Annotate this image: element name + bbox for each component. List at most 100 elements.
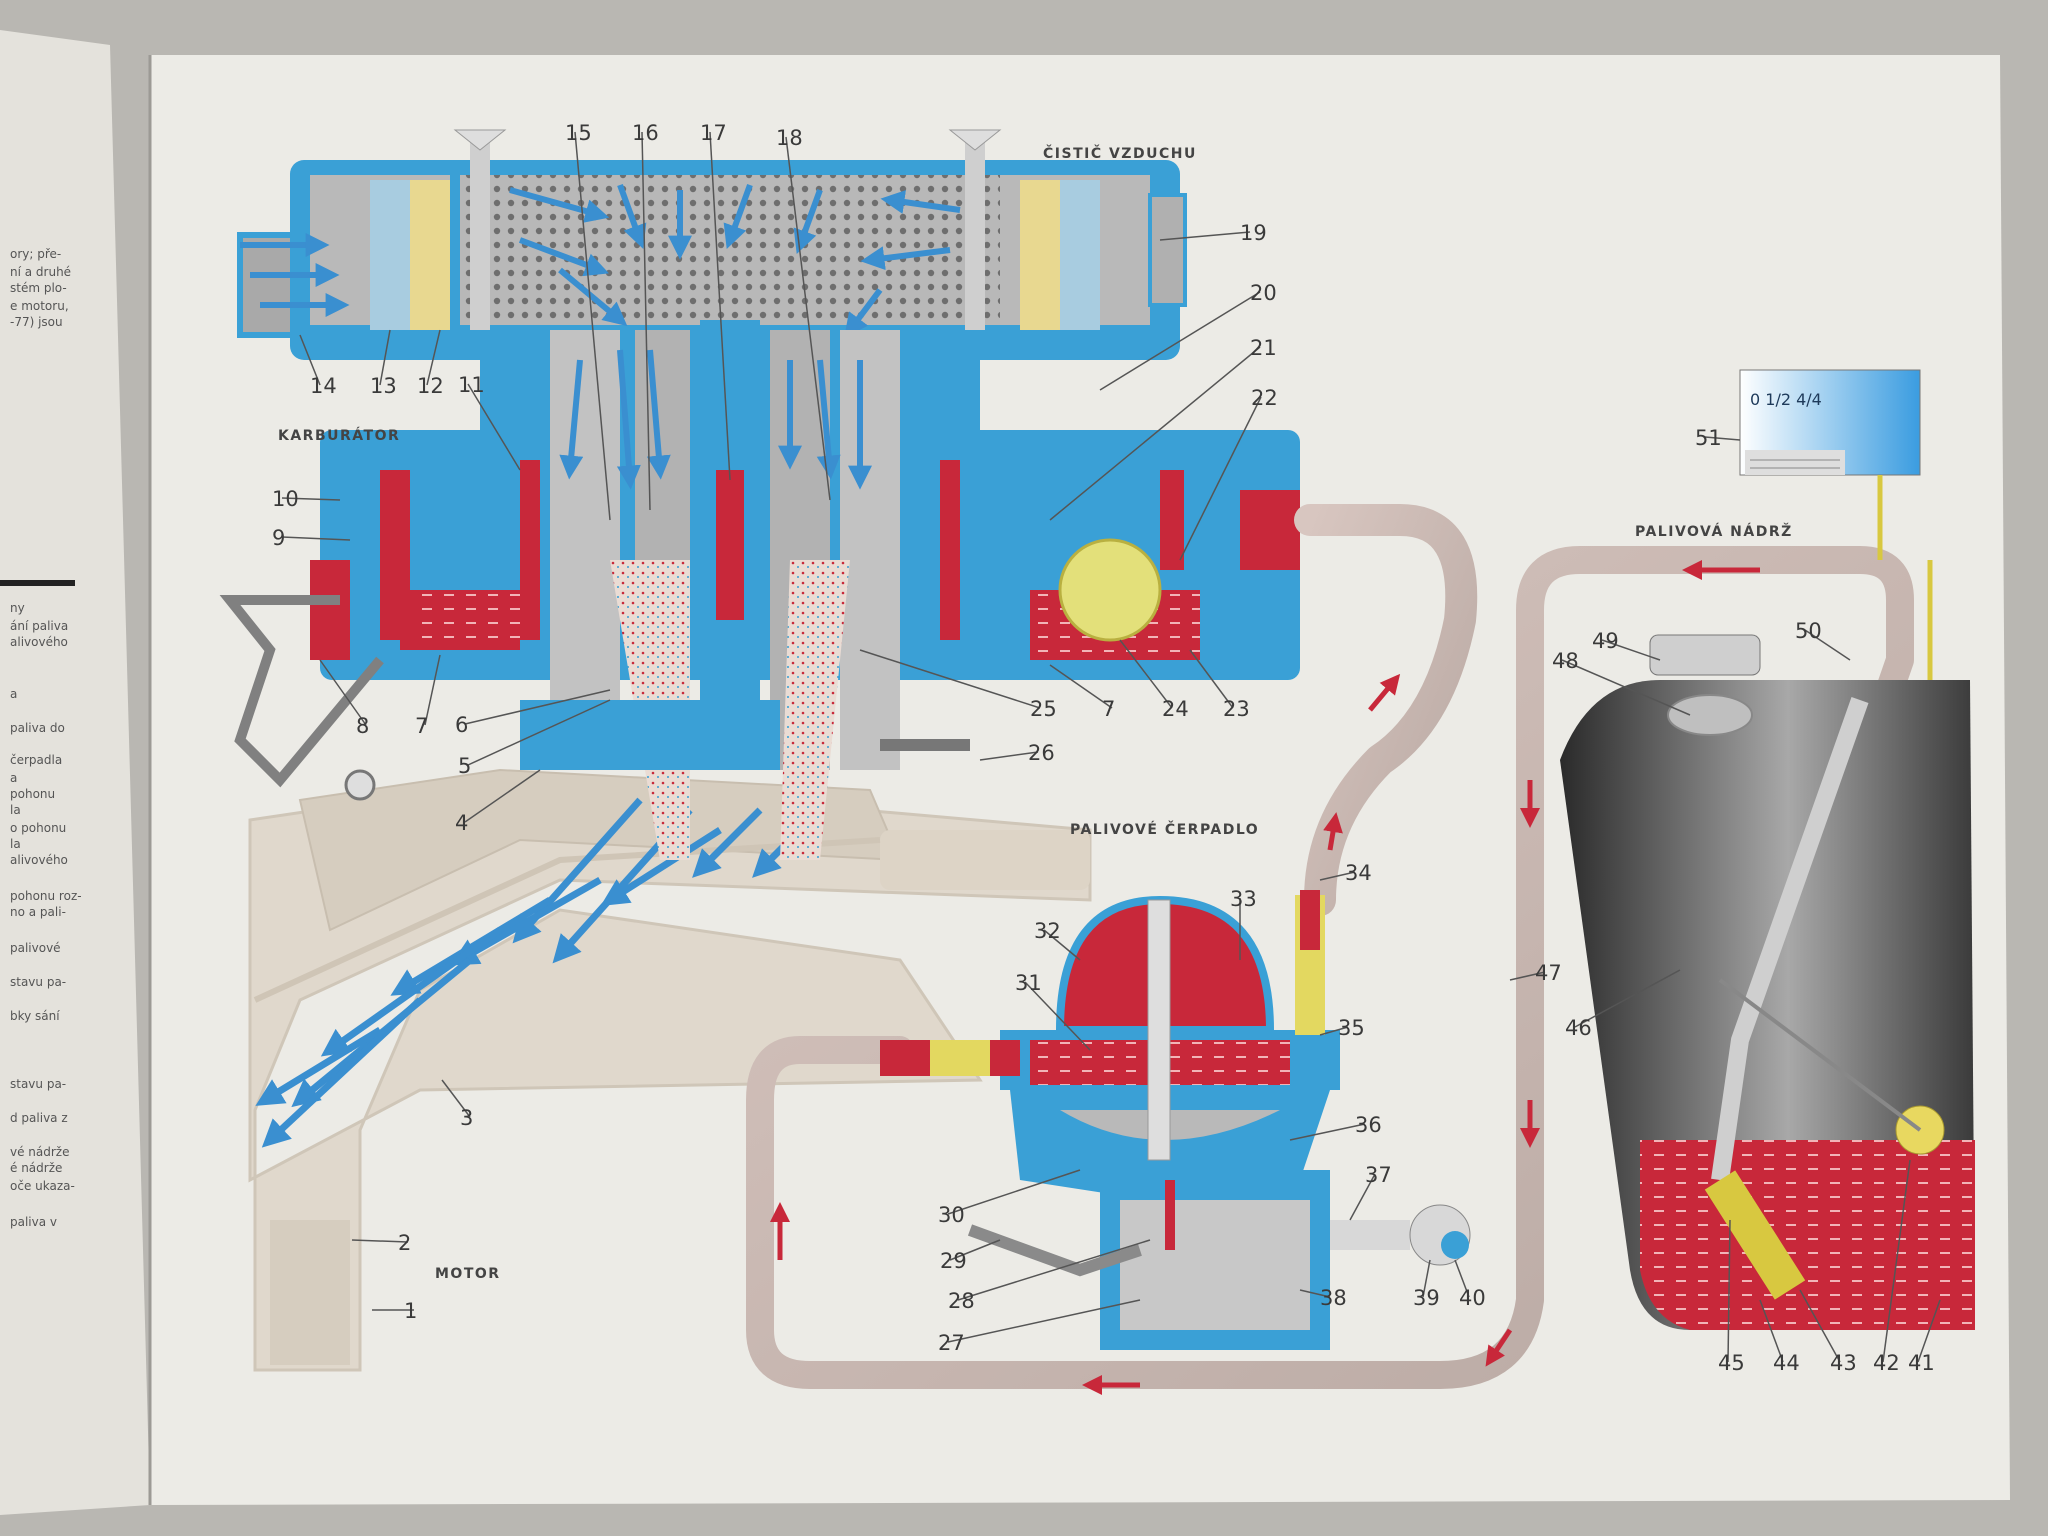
callout-leader-line <box>1119 639 1173 709</box>
callout-number: 10 <box>272 487 299 511</box>
callout-leader-line <box>467 383 521 471</box>
left-page-fragment: ory; pře- <box>10 247 61 261</box>
callout-number: 50 <box>1795 619 1822 643</box>
left-page-fragment: paliva do <box>10 721 65 735</box>
callout-leader-line <box>1561 659 1691 716</box>
caption-fuel-pump: PALIVOVÉ ČERPADLO <box>1070 820 1259 838</box>
callout-leader-line <box>1319 871 1356 881</box>
callout-number: 29 <box>940 1249 967 1273</box>
left-page-fragment: paliva v <box>10 1215 57 1229</box>
callout-number: 1 <box>404 1299 417 1323</box>
callout-number: 47 <box>1535 961 1562 985</box>
callout-leader-line <box>947 1169 1081 1215</box>
callout-leader-line <box>1509 971 1546 981</box>
left-page-fragment: bky sání <box>10 1009 60 1023</box>
callout-leader-line <box>947 1299 1141 1343</box>
callout-number: 42 <box>1873 1351 1900 1375</box>
callout-number: 21 <box>1250 336 1277 360</box>
callout-leader-line <box>949 1239 1001 1261</box>
callout-leader-line <box>319 659 367 726</box>
left-page <box>0 30 150 1515</box>
callout-leader-line <box>1917 1299 1941 1363</box>
callout-number: 11 <box>458 373 485 397</box>
callout-leader-line <box>979 751 1039 761</box>
callout-number: 28 <box>948 1289 975 1313</box>
left-page-fragment: no a pali- <box>10 905 66 919</box>
callout-leader-line <box>1574 969 1681 1028</box>
callout-leader-line <box>1454 1259 1470 1298</box>
callout-leader-line <box>859 649 1041 709</box>
callout-leader-line <box>1727 1219 1731 1363</box>
callout-number: 39 <box>1413 1286 1440 1310</box>
callout-number: 26 <box>1028 741 1055 765</box>
callout-leader-line <box>709 131 731 481</box>
callout-leader-line <box>1189 649 1234 709</box>
callout-number: 37 <box>1365 1163 1392 1187</box>
callout-leader-line <box>1159 231 1251 241</box>
callout-number: 34 <box>1345 861 1372 885</box>
left-page-fragment: la <box>10 837 21 851</box>
left-page-fragment: palivové <box>10 941 61 955</box>
left-page-fragment: a <box>10 687 17 701</box>
callout-number: 3 <box>460 1106 473 1130</box>
callout-leader-line <box>1704 436 1741 441</box>
left-page-fragment: d paliva z <box>10 1111 68 1125</box>
fuel-tank <box>1560 560 1975 1330</box>
left-page-fragment: é nádrže <box>10 1161 62 1175</box>
callout-leader-line <box>1759 1299 1784 1363</box>
callout-number: 6 <box>455 713 468 737</box>
callout-leader-line <box>785 136 831 501</box>
callout-leader-line <box>1043 929 1081 961</box>
left-page-rule <box>0 580 75 586</box>
engine-block <box>248 768 1092 1372</box>
left-page-fragment: o pohonu <box>10 821 66 835</box>
callout-leader-line <box>1319 1026 1349 1036</box>
left-page-fragment: ání paliva <box>10 619 68 633</box>
callout-number: 16 <box>632 121 659 145</box>
callout-leader-line <box>957 1239 1151 1301</box>
callout-leader-line <box>1049 346 1261 521</box>
carburetor-arrows <box>559 349 872 490</box>
callout-leader-line <box>1049 664 1113 709</box>
left-page-fragment: pohonu roz- <box>10 889 82 903</box>
callout-leader-line <box>1601 639 1661 661</box>
fuel-gauge-marks: 0 1/2 4/4 <box>1750 390 1822 409</box>
fuel-pump <box>880 890 1471 1350</box>
callout-number: 35 <box>1338 1016 1365 1040</box>
callout-leader-line <box>379 329 391 386</box>
left-page-fragment: stém plo- <box>10 281 67 295</box>
left-page-fragment: stavu pa- <box>10 975 66 989</box>
callout-leader-line <box>281 536 351 541</box>
callout-leader-line <box>1299 1289 1331 1298</box>
callout-number: 25 <box>1030 697 1057 721</box>
left-page-fragment: stavu pa- <box>10 1077 66 1091</box>
left-page-fragment: e motoru, <box>10 299 69 313</box>
caption-air-filter: ČISTIČ VZDUCHU <box>1043 144 1197 162</box>
callout-number: 19 <box>1240 221 1267 245</box>
callout-number: 49 <box>1592 629 1619 653</box>
left-page-fragment: alivového <box>10 853 68 867</box>
callout-leader-line <box>641 131 651 511</box>
intake-flow-arrows <box>255 797 823 1148</box>
caption-engine: MOTOR <box>435 1266 501 1282</box>
callout-leader-line <box>1799 1289 1841 1363</box>
callout-number: 32 <box>1034 919 1061 943</box>
callout-number: 4 <box>455 811 468 835</box>
carburetor <box>219 320 1300 860</box>
callout-leader-line <box>424 654 441 726</box>
callout-number: 38 <box>1320 1286 1347 1310</box>
callout-number: 9 <box>272 526 285 550</box>
callout-number: 41 <box>1908 1351 1935 1375</box>
callout-leader-line <box>1349 1173 1376 1221</box>
callout-number: 13 <box>370 374 397 398</box>
callout-leader-line <box>441 1079 471 1118</box>
callout-number: 8 <box>356 714 369 738</box>
callout-leader-line <box>351 1239 409 1243</box>
left-page-fragment: ní a druhé <box>10 265 71 279</box>
callout-number: 22 <box>1251 386 1278 410</box>
callout-leader-line <box>1099 291 1261 391</box>
callout-number: 14 <box>310 374 337 398</box>
